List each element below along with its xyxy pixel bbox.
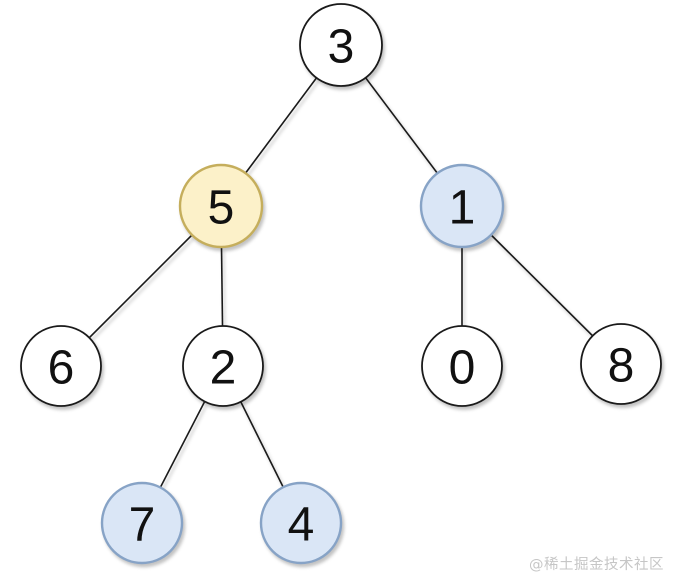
node-circle [421,325,503,407]
tree-node-8: 8 [580,323,662,405]
tree-node-2: 2 [182,325,264,407]
tree-node-4: 4 [259,481,343,565]
tree-node-0: 0 [421,325,503,407]
node-label: 2 [210,342,237,395]
node-circle [259,481,343,565]
tree-node-1: 1 [419,163,505,249]
node-circle [182,325,264,407]
node-circle [419,163,505,249]
tree-nodes: 3 5 1 6 2 0 8 [20,3,662,565]
tree-node-3: 3 [299,3,383,87]
node-circle [299,3,383,87]
node-circle [20,325,102,407]
tree-node-6: 6 [20,325,102,407]
node-label: 5 [208,182,235,235]
node-circle [580,323,662,405]
node-label: 3 [328,21,355,74]
watermark: @稀土掘金技术社区 [529,557,664,573]
node-label: 4 [288,499,315,552]
node-label: 8 [608,340,635,393]
tree-node-7: 7 [100,481,184,565]
tree-node-5: 5 [178,163,264,249]
tree-edges [60,44,622,524]
node-label: 7 [129,499,156,552]
node-circle [100,481,184,565]
node-label: 1 [449,182,476,235]
node-circle [178,163,264,249]
node-label: 6 [48,342,75,395]
node-label: 0 [449,342,476,395]
